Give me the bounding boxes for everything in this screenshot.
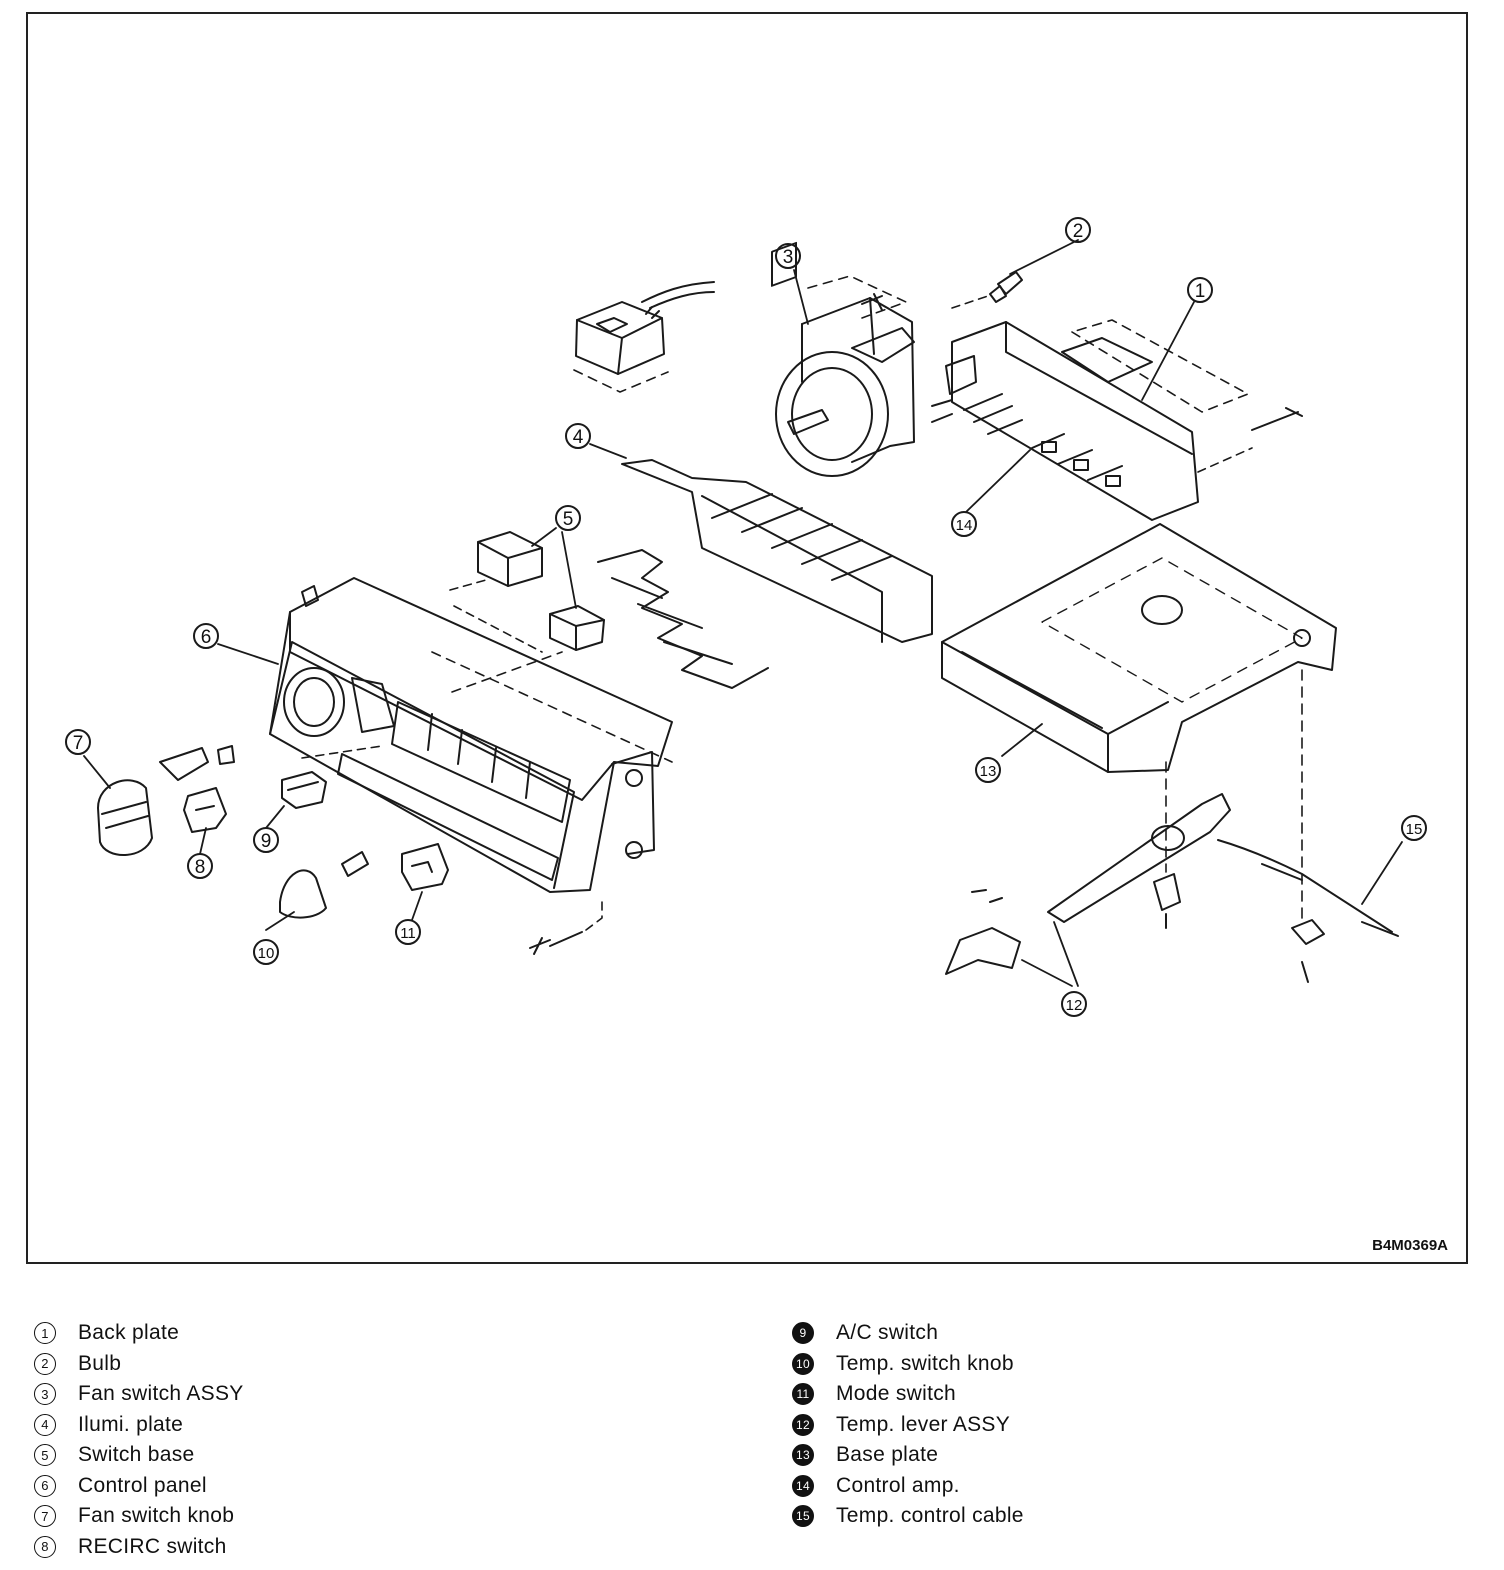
callout-8: 8 xyxy=(187,853,213,879)
svg-text:5: 5 xyxy=(563,509,574,530)
svg-text:13: 13 xyxy=(980,763,997,780)
legend-item: 11 Mode switch xyxy=(792,1379,1024,1410)
callout-15: 15 xyxy=(1401,815,1427,841)
svg-text:6: 6 xyxy=(201,627,212,648)
legend-label: Temp. switch knob xyxy=(836,1351,1014,1375)
legend-number: 3 xyxy=(34,1383,56,1406)
screw xyxy=(529,901,603,955)
legend-item: 15 Temp. control cable xyxy=(792,1501,1024,1532)
legend-number: 12 xyxy=(792,1413,814,1436)
callout-10: 10 xyxy=(253,939,279,965)
legend-label: Switch base xyxy=(78,1443,195,1467)
legend-item: 14 Control amp. xyxy=(792,1471,1024,1502)
back-plate xyxy=(931,319,1303,521)
legend-label: A/C switch xyxy=(836,1321,939,1345)
legend-number: 9 xyxy=(792,1322,814,1345)
legend-label: Fan switch ASSY xyxy=(78,1382,244,1406)
svg-text:2: 2 xyxy=(1073,221,1084,242)
legend-item: 5 Switch base xyxy=(34,1440,244,1471)
diagram-frame: 2 1 3 4 5 6 7 8 9 10 11 12 13 14 15 B4M0… xyxy=(26,12,1468,1264)
callout-5: 5 xyxy=(555,505,581,531)
temp-lever-assy xyxy=(945,761,1231,975)
legend-left: 1 Back plate 2 Bulb 3 Fan switch ASSY 4 Ilumi. … xyxy=(34,1318,244,1562)
callout-2: 2 xyxy=(1065,217,1091,243)
svg-text:4: 4 xyxy=(573,427,584,448)
svg-text:10: 10 xyxy=(258,945,275,962)
callout-12: 12 xyxy=(1061,991,1087,1017)
temp-control-cable xyxy=(1217,669,1399,983)
temp-switch-knob xyxy=(279,851,369,919)
svg-text:7: 7 xyxy=(73,733,84,754)
svg-text:15: 15 xyxy=(1406,821,1423,838)
legend-item: 3 Fan switch ASSY xyxy=(34,1379,244,1410)
legend-item: 13 Base plate xyxy=(792,1440,1024,1471)
callout-1: 1 xyxy=(1187,277,1213,303)
legend-number: 2 xyxy=(34,1352,56,1375)
legend-number: 13 xyxy=(792,1444,814,1467)
wiring-connector xyxy=(573,281,715,393)
legend-item: 6 Control panel xyxy=(34,1471,244,1502)
legend-number: 4 xyxy=(34,1413,56,1436)
figure-code: B4M0369A xyxy=(1372,1237,1448,1254)
legend-label: Ilumi. plate xyxy=(78,1412,184,1436)
legend-label: Back plate xyxy=(78,1321,180,1345)
legend-label: Control amp. xyxy=(836,1473,960,1497)
leader-lines xyxy=(83,239,1403,987)
switch-base xyxy=(449,531,605,653)
legend-number: 15 xyxy=(792,1505,814,1528)
spring-contacts xyxy=(597,549,769,689)
legend-number: 10 xyxy=(792,1352,814,1375)
legend-number: 5 xyxy=(34,1444,56,1467)
legend-number: 1 xyxy=(34,1322,56,1345)
legend-item: 1 Back plate xyxy=(34,1318,244,1349)
svg-text:9: 9 xyxy=(261,831,272,852)
callout-7: 7 xyxy=(65,729,91,755)
callout-markers: 2 1 3 4 5 6 7 8 9 10 11 12 13 14 15 xyxy=(65,217,1427,1017)
legend-number: 14 xyxy=(792,1474,814,1497)
svg-text:1: 1 xyxy=(1195,281,1206,302)
callout-3: 3 xyxy=(775,243,801,269)
fan-switch-knob xyxy=(97,745,235,856)
svg-text:8: 8 xyxy=(195,857,206,878)
bulb-part xyxy=(951,271,1023,309)
legend-label: Fan switch knob xyxy=(78,1504,235,1528)
legend-number: 6 xyxy=(34,1474,56,1497)
base-plate xyxy=(941,523,1337,773)
exploded-diagram: 2 1 3 4 5 6 7 8 9 10 11 12 13 14 15 xyxy=(65,217,1427,1017)
ilumi-plate xyxy=(621,241,933,643)
callout-11: 11 xyxy=(395,919,421,945)
svg-text:3: 3 xyxy=(783,247,794,268)
legend-label: Base plate xyxy=(836,1443,939,1467)
svg-text:11: 11 xyxy=(400,925,416,942)
legend-right: 9 A/C switch 10 Temp. switch knob 11 Mode swi… xyxy=(792,1318,1024,1532)
callout-6: 6 xyxy=(193,623,219,649)
legend-item: 7 Fan switch knob xyxy=(34,1501,244,1532)
legend-label: Control panel xyxy=(78,1473,207,1497)
callout-4: 4 xyxy=(565,423,591,449)
legend-label: RECIRC switch xyxy=(78,1534,227,1558)
legend-item: 2 Bulb xyxy=(34,1349,244,1380)
legend-label: Temp. lever ASSY xyxy=(836,1412,1011,1436)
legend-item: 8 RECIRC switch xyxy=(34,1532,244,1563)
mode-switch xyxy=(401,843,449,891)
callout-9: 9 xyxy=(253,827,279,853)
legend-label: Temp. control cable xyxy=(836,1504,1024,1528)
recirc-switch xyxy=(183,787,227,833)
fan-switch-assy xyxy=(775,275,915,477)
legend-label: Bulb xyxy=(78,1351,122,1375)
legend-item: 4 Ilumi. plate xyxy=(34,1410,244,1441)
legend-number: 7 xyxy=(34,1505,56,1528)
callout-14: 14 xyxy=(951,511,977,537)
control-panel xyxy=(269,577,673,893)
legend-number: 8 xyxy=(34,1535,56,1558)
legend-label: Mode switch xyxy=(836,1382,957,1406)
callout-13: 13 xyxy=(975,757,1001,783)
svg-text:14: 14 xyxy=(956,517,973,534)
legend-item: 10 Temp. switch knob xyxy=(792,1349,1024,1380)
legend-item: 9 A/C switch xyxy=(792,1318,1024,1349)
legend-number: 11 xyxy=(792,1383,814,1406)
legend-item: 12 Temp. lever ASSY xyxy=(792,1410,1024,1441)
ac-switch xyxy=(281,745,383,809)
svg-text:12: 12 xyxy=(1066,997,1083,1014)
